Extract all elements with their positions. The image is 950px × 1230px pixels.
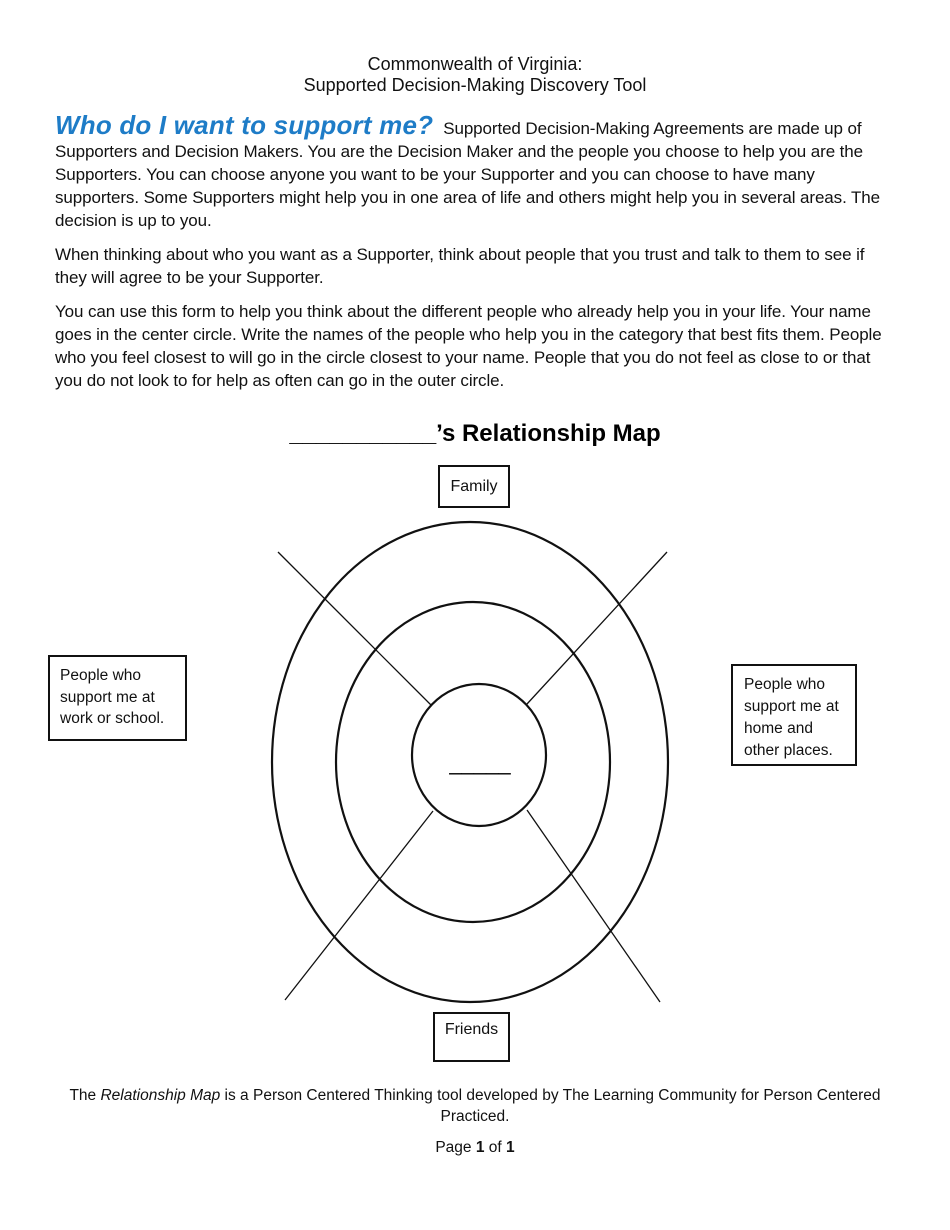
relationship-map-diagram bbox=[270, 520, 670, 1004]
label-box-family: Family bbox=[438, 465, 510, 508]
divider-line-top-left bbox=[277, 551, 433, 707]
intro-section: Who do I want to support me?Supported De… bbox=[55, 112, 893, 403]
center-circle bbox=[410, 682, 548, 828]
divider-line-bottom-left bbox=[284, 810, 434, 1001]
label-family: Family bbox=[450, 477, 498, 495]
label-box-home-places: People who support me at home and other … bbox=[731, 664, 857, 766]
document-title-line1: Commonwealth of Virginia: bbox=[367, 54, 583, 74]
middle-circle bbox=[334, 600, 612, 924]
page-of-label: of bbox=[484, 1139, 507, 1156]
name-blank-line: ___________ bbox=[289, 420, 437, 447]
intro-paragraph-2: When thinking about who you want as a Su… bbox=[55, 245, 865, 287]
credit-tool-name: Relationship Map bbox=[100, 1087, 221, 1104]
label-home-places: People who support me at home and other … bbox=[744, 676, 839, 759]
outer-circle bbox=[270, 520, 670, 1004]
page-current: 1 bbox=[475, 1139, 485, 1156]
credit-prefix: The bbox=[69, 1087, 101, 1104]
document-title: Commonwealth of Virginia: Supported Deci… bbox=[0, 54, 950, 96]
credit-rest: is a Person Centered Thinking tool devel… bbox=[220, 1087, 881, 1125]
section-heading: Who do I want to support me? bbox=[55, 110, 434, 140]
relationship-map-title: ___________’s Relationship Map bbox=[0, 420, 950, 448]
relationship-map-title-text: ’s Relationship Map bbox=[436, 420, 661, 447]
divider-line-bottom-right bbox=[526, 809, 661, 1003]
page-total: 1 bbox=[506, 1139, 515, 1156]
label-box-work-school: People who support me at work or school. bbox=[48, 655, 187, 741]
divider-line-top-right bbox=[526, 551, 668, 705]
page-number: Page 1 of 1 bbox=[0, 1139, 950, 1157]
label-box-friends: Friends bbox=[433, 1012, 510, 1062]
credit-note: The Relationship Map is a Person Centere… bbox=[50, 1085, 900, 1127]
intro-paragraph-1-text: Supported Decision-Making Agreements are… bbox=[55, 119, 880, 230]
intro-paragraph-3: You can use this form to help you think … bbox=[55, 302, 882, 390]
label-work-school: People who support me at work or school. bbox=[60, 667, 165, 727]
document-title-line2: Supported Decision-Making Discovery Tool bbox=[303, 75, 647, 95]
page-label: Page bbox=[435, 1139, 476, 1156]
label-friends: Friends bbox=[444, 1021, 499, 1038]
center-name-blank-line: _____ bbox=[449, 750, 511, 775]
intro-paragraph-1: Who do I want to support me?Supported De… bbox=[55, 112, 893, 232]
